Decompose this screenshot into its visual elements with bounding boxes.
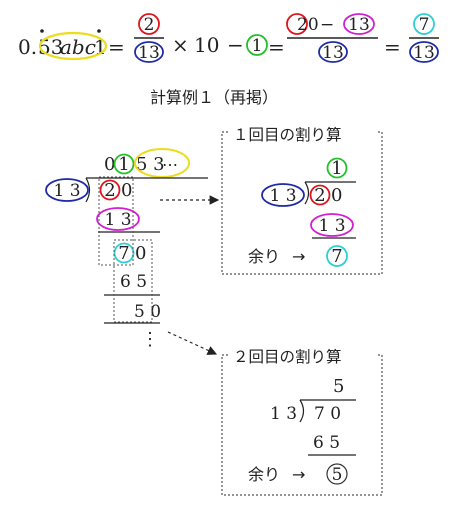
repeat-dot-start — [40, 29, 44, 33]
box2-remainder-circle — [326, 463, 348, 485]
repeat-dot-end — [97, 29, 101, 33]
box1-divisor-blue-ellipse — [261, 183, 305, 207]
main-quotient-53: 5 3 — [136, 154, 165, 175]
box1-remainder: 7 — [331, 246, 342, 267]
formula-lhs-int: 0. — [18, 35, 37, 59]
box2-divisor: 1 3 — [270, 404, 297, 424]
formula-eq1: = — [108, 35, 125, 59]
frac1-num-red-circle — [138, 13, 160, 35]
main-dividend-0: 0 — [121, 180, 132, 201]
main-yellow-ellipse — [134, 148, 190, 178]
formula-lhs-abc: abc — [60, 35, 96, 59]
box1-division-bracket — [304, 181, 310, 205]
formula-circ1: 1 — [252, 36, 263, 56]
circ1-green-circle — [246, 34, 268, 56]
frac1-den-blue-ellipse — [134, 41, 164, 63]
box1: １回目の割り算 1 1 3 2 0 1 3 余り → 7 — [221, 125, 383, 275]
formula-eq3: = — [384, 35, 401, 59]
main-division: 0 1 5 3 ⋯ 1 3 2 0 1 3 7 0 6 5 5 0 ⋮ — [45, 148, 208, 350]
main-division-bracket — [85, 177, 91, 203]
main-quotient-dots: ⋯ — [162, 155, 178, 174]
box1-quotient-green-circle — [326, 157, 348, 179]
main-rem1-7: 7 — [118, 243, 129, 264]
frac2-num-a: 20 — [297, 15, 319, 35]
formula-minus1: − — [227, 33, 244, 57]
box1-arrow: → — [292, 247, 305, 266]
formula: 0. 53 abc 1 = 2 13 × 10 − 1 = 20 − 13 13… — [18, 13, 439, 63]
frac3-den-blue-ellipse — [409, 41, 439, 63]
main-rem2: 5 0 — [134, 302, 161, 322]
frac2-minus: − — [320, 15, 334, 35]
main-rem1-0: 0 — [135, 243, 146, 264]
box1-dividend-2-red-circle — [309, 184, 331, 206]
main-quotient-0: 0 — [104, 154, 115, 175]
main-dividend-2-red-circle — [99, 179, 121, 201]
box2-arrow: → — [292, 465, 305, 484]
arrow-to-box2 — [167, 331, 218, 355]
box1-remainder-cyan-circle — [326, 245, 348, 267]
box1-divisor: 1 3 — [269, 186, 296, 206]
main-sub1-magenta-ellipse — [96, 207, 140, 231]
formula-eq2: = — [268, 35, 285, 59]
frac3-den: 13 — [413, 43, 435, 63]
main-quotient-1: 1 — [118, 154, 129, 175]
yellow-ellipse-abc — [38, 31, 108, 61]
box1-sub: 1 3 — [318, 216, 345, 236]
box1-quotient: 1 — [331, 158, 342, 179]
box2-quotient: 5 — [333, 376, 344, 397]
frac2-num-b-magenta-ellipse — [343, 13, 375, 35]
main-vdots: ⋮ — [141, 329, 159, 350]
frac1-den: 13 — [138, 43, 160, 63]
box1-dividend-2: 2 — [314, 185, 325, 206]
box1-title: １回目の割り算 — [233, 125, 342, 144]
formula-ten: 10 — [194, 33, 219, 57]
frac2-num-b: 13 — [348, 15, 370, 35]
caption: 計算例１（再掲） — [150, 88, 278, 107]
main-divisor: 1 3 — [53, 181, 80, 201]
main-sub1: 1 3 — [104, 210, 131, 230]
frac1-num: 2 — [144, 15, 155, 35]
main-divisor-blue-ellipse — [45, 178, 89, 202]
main-quotient-1-green-circle — [113, 153, 135, 175]
box2-title: ２回目の割り算 — [233, 347, 342, 366]
frac2-num-red-circle — [286, 13, 308, 35]
box1-dividend-0: 0 — [331, 185, 342, 206]
main-sub2: 6 5 — [120, 272, 147, 292]
box2-title-bg — [230, 347, 376, 365]
box2-dividend: 7 0 — [314, 404, 341, 424]
frac2-den: 13 — [322, 43, 344, 63]
box2-remainder-label: 余り — [248, 465, 280, 484]
group-box-1 — [98, 176, 134, 266]
box2-sub: 6 5 — [313, 433, 340, 453]
box1-remainder-label: 余り — [248, 247, 280, 266]
frac2-den-blue-ellipse — [318, 41, 348, 63]
box1-sub-magenta-ellipse — [310, 213, 354, 237]
box2-division-bracket — [299, 399, 305, 423]
frac3-num: 7 — [419, 15, 430, 35]
box2-remainder: 5 — [332, 465, 343, 485]
frac3-num-cyan-circle — [413, 13, 435, 35]
main-dividend-2: 2 — [104, 180, 115, 201]
box1-title-bg — [230, 125, 376, 143]
box2: ２回目の割り算 5 1 3 7 0 6 5 余り → 5 — [221, 347, 383, 496]
formula-times: × — [172, 33, 189, 57]
